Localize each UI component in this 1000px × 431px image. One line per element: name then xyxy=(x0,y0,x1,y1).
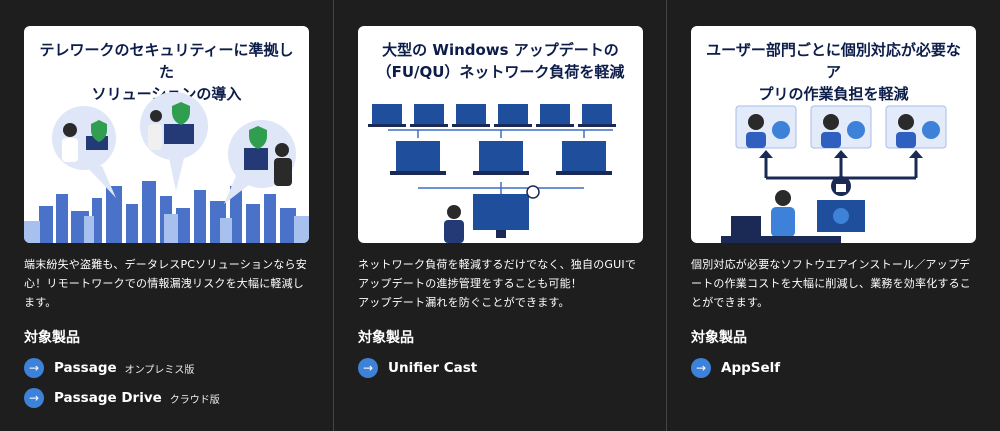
arrow-right-icon: → xyxy=(358,358,378,378)
products-heading: 対象製品 xyxy=(358,330,414,346)
feature-description: 個別対応が必要なソフトウエアインストール／アップデ ートの作業コストを大幅に削減… xyxy=(691,258,971,309)
product-link-passage[interactable]: → Passage オンプレミス版 xyxy=(24,357,309,379)
feature-card: ユーザー部門ごとに個別対応が必要なア プリの作業負担を軽減 xyxy=(691,26,976,243)
products-heading: 対象製品 xyxy=(24,330,80,346)
card-title: 大型の Windows アップデートの （FU/QU）ネットワーク負荷を軽減 xyxy=(376,41,625,81)
product-name[interactable]: Passage Drive xyxy=(54,390,162,406)
product-edition: クラウド版 xyxy=(169,394,220,406)
feature-card: 大型の Windows アップデートの （FU/QU）ネットワーク負荷を軽減 xyxy=(358,26,643,243)
network-illustration xyxy=(368,104,616,243)
telework-illustration xyxy=(24,92,309,243)
product-link-unifier-cast[interactable]: → Unifier Cast xyxy=(358,357,642,379)
feature-column-telework: テレワークのセキュリティーに準拠した ソリューションの導入 xyxy=(0,0,333,431)
product-name[interactable]: Unifier Cast xyxy=(388,360,478,376)
arrow-right-icon: → xyxy=(24,358,44,378)
card-title: ユーザー部門ごとに個別対応が必要なア プリの作業負担を軽減 xyxy=(706,41,961,103)
app-deploy-illustration xyxy=(721,105,947,243)
product-link-passage-drive[interactable]: → Passage Drive クラウド版 xyxy=(24,387,309,409)
feature-description: 端末紛失や盗難も、データレスPCソリューションなら安 心！リモートワークでの情報… xyxy=(24,258,307,309)
product-name[interactable]: AppSelf xyxy=(721,360,781,376)
product-name[interactable]: Passage xyxy=(54,360,117,376)
arrow-right-icon: → xyxy=(691,358,711,378)
products-heading: 対象製品 xyxy=(691,330,747,346)
feature-column-windows-update: 大型の Windows アップデートの （FU/QU）ネットワーク負荷を軽減 xyxy=(333,0,666,431)
product-link-appself[interactable]: → AppSelf xyxy=(691,357,975,379)
product-edition: オンプレミス版 xyxy=(124,364,195,376)
feature-card: テレワークのセキュリティーに準拠した ソリューションの導入 xyxy=(24,26,309,243)
arrow-right-icon: → xyxy=(24,388,44,408)
feature-column-app-deploy: ユーザー部門ごとに個別対応が必要なア プリの作業負担を軽減 xyxy=(666,0,999,431)
feature-description: ネットワーク負荷を軽減するだけでなく、独自のGUIで アップデートの進捗管理をす… xyxy=(358,258,637,309)
